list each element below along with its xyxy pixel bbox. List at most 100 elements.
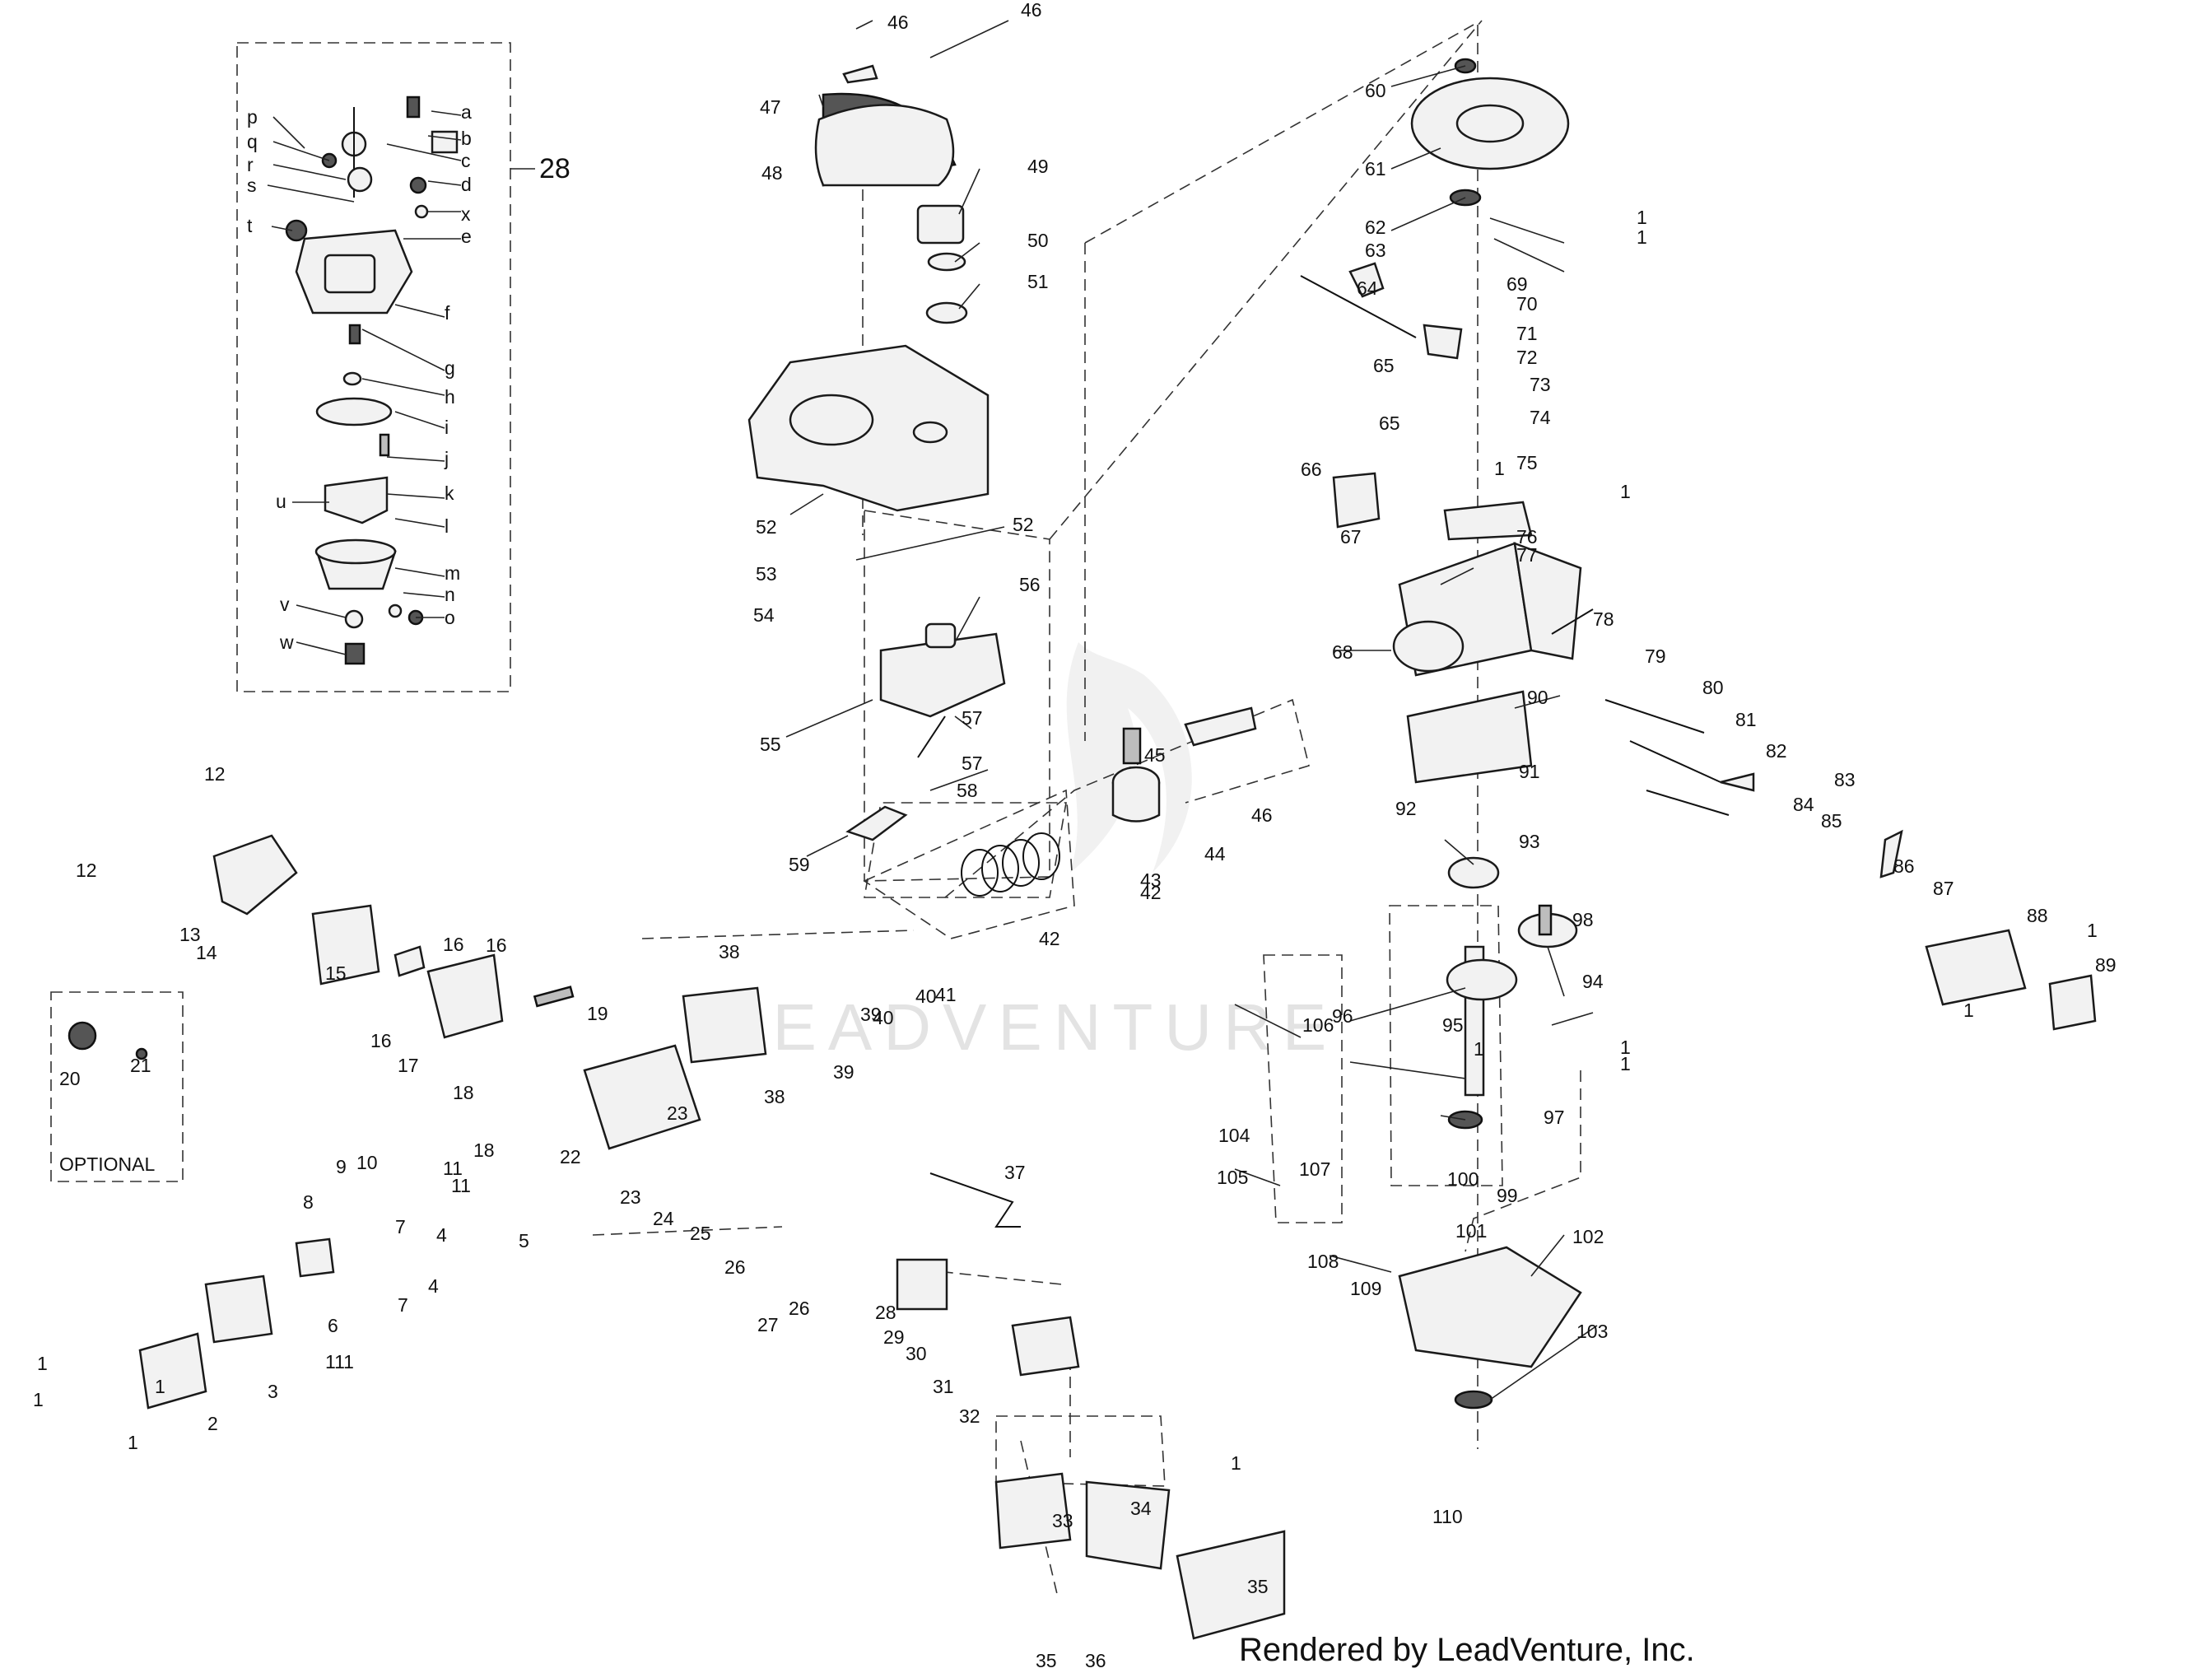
callout-39: 39: [833, 1061, 855, 1083]
callout-47: 47: [760, 96, 781, 118]
callout-10: 10: [356, 1152, 378, 1173]
callout-43: 43: [1140, 869, 1162, 891]
callout-68: 68: [1332, 641, 1353, 663]
callout-38: 38: [764, 1086, 785, 1107]
callout-46: 46: [1021, 0, 1042, 21]
callout-24: 24: [653, 1208, 674, 1229]
crankcase-block-icon: [1392, 542, 1594, 889]
callout-86: 86: [1893, 855, 1915, 877]
callout-72: 72: [1516, 347, 1538, 368]
callout-103: 103: [1576, 1321, 1608, 1342]
callout-1: 1: [1963, 1000, 1974, 1021]
callout-92: 92: [1395, 798, 1417, 819]
callout-27: 27: [757, 1314, 779, 1335]
callout-57: 57: [962, 707, 983, 729]
callout-12: 12: [76, 860, 97, 881]
callout-106: 106: [1302, 1014, 1334, 1036]
callout-35: 35: [1036, 1650, 1057, 1671]
carburetor-exploded-icon: [285, 96, 459, 665]
carb-callout-w: w: [279, 631, 294, 653]
callout-74: 74: [1530, 407, 1551, 428]
callout-87: 87: [1933, 878, 1954, 899]
callout-3: 3: [268, 1381, 278, 1402]
callout-40: 40: [873, 1007, 894, 1028]
callout-39: 39: [860, 1004, 882, 1025]
callout-18: 18: [453, 1082, 474, 1103]
callout-1: 1: [155, 1376, 165, 1397]
callout-69: 69: [1506, 273, 1528, 295]
callout-61: 61: [1365, 158, 1386, 179]
callout-91: 91: [1519, 761, 1540, 782]
callout-12: 12: [204, 763, 226, 785]
callout-1: 1: [1231, 1452, 1241, 1474]
carb-callout-j: j: [444, 448, 449, 469]
callout-107: 107: [1299, 1158, 1330, 1180]
callout-65: 65: [1379, 412, 1400, 434]
callout-36: 36: [1085, 1650, 1106, 1671]
carb-callout-b: b: [461, 128, 472, 149]
engine-shroud-icon: [747, 344, 990, 512]
carb-callout-c: c: [461, 150, 471, 171]
callout-2: 2: [207, 1413, 218, 1434]
callout-66: 66: [1301, 459, 1322, 480]
callout-52: 52: [1013, 514, 1034, 535]
optional-group-box: [50, 991, 184, 1182]
parts: [68, 58, 2097, 1640]
callout-90: 90: [1527, 687, 1548, 708]
callout-60: 60: [1365, 80, 1386, 101]
callout-13: 13: [179, 924, 201, 945]
ignition-coil-icon: [1300, 262, 1533, 541]
carb-callout-r: r: [247, 154, 254, 175]
callout-23: 23: [667, 1102, 688, 1124]
callout-42: 42: [1140, 882, 1162, 903]
carburetor-callouts: 28 a b c d e f g h i j k l m n o p q r s…: [247, 101, 570, 653]
callout-105: 105: [1217, 1167, 1248, 1188]
callout-108: 108: [1307, 1251, 1339, 1272]
callout-62: 62: [1365, 217, 1386, 238]
callout-1: 1: [1620, 481, 1631, 502]
callout-100: 100: [1447, 1168, 1479, 1190]
piston-icon: [961, 706, 1257, 897]
callout-48: 48: [761, 162, 783, 184]
carburetor-group-box: [236, 42, 511, 692]
callout-33: 33: [1052, 1510, 1073, 1531]
callout-1: 1: [1637, 226, 1647, 248]
sump-icon: [1398, 1246, 1582, 1410]
air-filter-icon: [896, 1258, 1286, 1640]
carb-callout-h: h: [445, 386, 455, 408]
crankshaft-icon: [1446, 904, 1578, 1130]
callout-1: 1: [1494, 458, 1505, 479]
callout-17: 17: [398, 1055, 419, 1076]
carb-callout-g: g: [445, 357, 455, 379]
carb-callout-f: f: [445, 302, 450, 324]
callout-7: 7: [398, 1294, 408, 1316]
callout-14: 14: [196, 942, 217, 963]
callout-1: 1: [1637, 207, 1647, 228]
callout-4: 4: [428, 1275, 439, 1297]
callout-41: 41: [935, 984, 957, 1005]
callout-55: 55: [760, 734, 781, 755]
callout-20: 20: [59, 1068, 81, 1089]
callout-78: 78: [1593, 608, 1614, 630]
carb-callout-k: k: [445, 482, 454, 504]
callout-111: 111: [325, 1351, 354, 1372]
callout-34: 34: [1130, 1498, 1152, 1519]
carb-callout-e: e: [461, 226, 472, 247]
callout-45: 45: [1144, 744, 1166, 766]
cylinder-head-icon: [533, 986, 767, 1150]
carb-callout-x: x: [461, 203, 471, 225]
carb-callout-t: t: [247, 215, 253, 236]
starter-cup-icon: [916, 204, 968, 324]
callout-70: 70: [1516, 293, 1538, 315]
flywheel-icon: [1410, 58, 1570, 207]
carb-callout-v: v: [280, 594, 290, 615]
callout-53: 53: [756, 563, 777, 585]
carb-callout-a: a: [461, 101, 472, 123]
callout-76: 76: [1516, 526, 1538, 548]
valve-cover-icon: [138, 1237, 335, 1410]
callout-16: 16: [486, 934, 507, 956]
callout-101: 101: [1455, 1220, 1487, 1242]
callout-31: 31: [933, 1376, 954, 1397]
